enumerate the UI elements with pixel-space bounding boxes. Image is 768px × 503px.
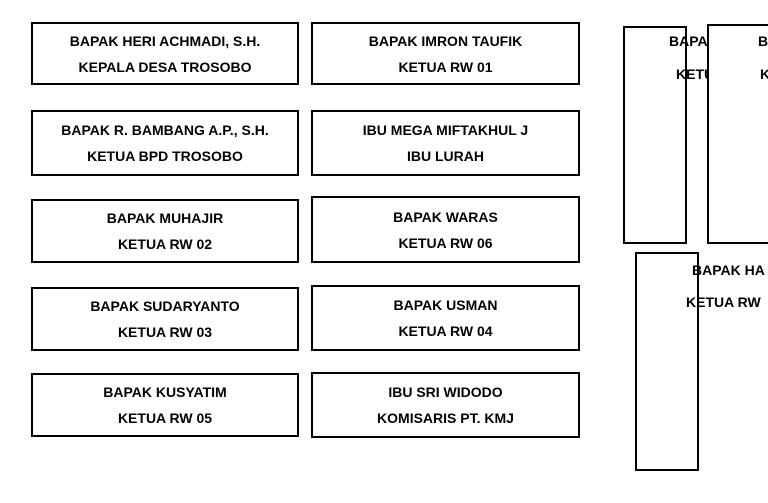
card-name: BAPAK SUDARYANTO [90,298,240,314]
fragment-text: K [760,66,768,82]
tall-box [623,26,687,244]
name-card-usman: BAPAK USMAN KETUA RW 04 [311,285,580,351]
card-role: KETUA RW 06 [398,234,493,251]
name-card-imron-taufik: BAPAK IMRON TAUFIK KETUA RW 01 [311,22,580,85]
name-card-sri-widodo: IBU SRI WIDODO KOMISARIS PT. KMJ [311,372,580,438]
name-card-kusyatim: BAPAK KUSYATIM KETUA RW 05 [31,373,299,437]
card-role: KOMISARIS PT. KMJ [377,410,514,426]
card-name: BAPAK WARAS [393,208,498,225]
card-role: IBU LURAH [407,148,484,164]
fragment-text: BAPA [669,33,708,49]
name-card-heri-achmadi: BAPAK HERI ACHMADI, S.H. KEPALA DESA TRO… [31,22,299,85]
card-role: KETUA RW 04 [398,323,493,339]
card-name: IBU MEGA MIFTAKHUL J [362,122,529,138]
card-name: IBU SRI WIDODO [388,384,503,400]
card-role: KEPALA DESA TROSOBO [78,58,252,75]
fragment-text: KETUA RW [686,294,761,310]
name-card-sudaryanto: BAPAK SUDARYANTO KETUA RW 03 [31,287,299,351]
name-card-mega-miftakhul: IBU MEGA MIFTAKHUL J IBU LURAH [311,110,580,176]
card-name: BAPAK MUHAJIR [106,210,224,226]
fragment-text: BAPAK HA [692,262,765,278]
card-role: KETUA BPD TROSOBO [87,148,243,164]
card-name: BAPAK R. BAMBANG A.P., S.H. [61,122,269,138]
name-card-bambang: BAPAK R. BAMBANG A.P., S.H. KETUA BPD TR… [31,110,299,176]
card-name: BAPAK USMAN [393,297,498,313]
card-role: KETUA RW 02 [117,236,213,252]
card-role: KETUA RW 03 [117,324,213,340]
tall-box [707,24,768,244]
card-role: KETUA RW 05 [117,410,213,426]
name-card-muhajir: BAPAK MUHAJIR KETUA RW 02 [31,199,299,263]
tall-box [635,252,699,471]
card-name: BAPAK HERI ACHMADI, S.H. [69,32,261,49]
name-card-waras: BAPAK WARAS KETUA RW 06 [311,196,580,263]
card-role: KETUA RW 01 [398,58,493,75]
card-name: BAPAK KUSYATIM [103,384,227,400]
fragment-text: B [758,33,768,49]
card-name: BAPAK IMRON TAUFIK [368,32,523,49]
